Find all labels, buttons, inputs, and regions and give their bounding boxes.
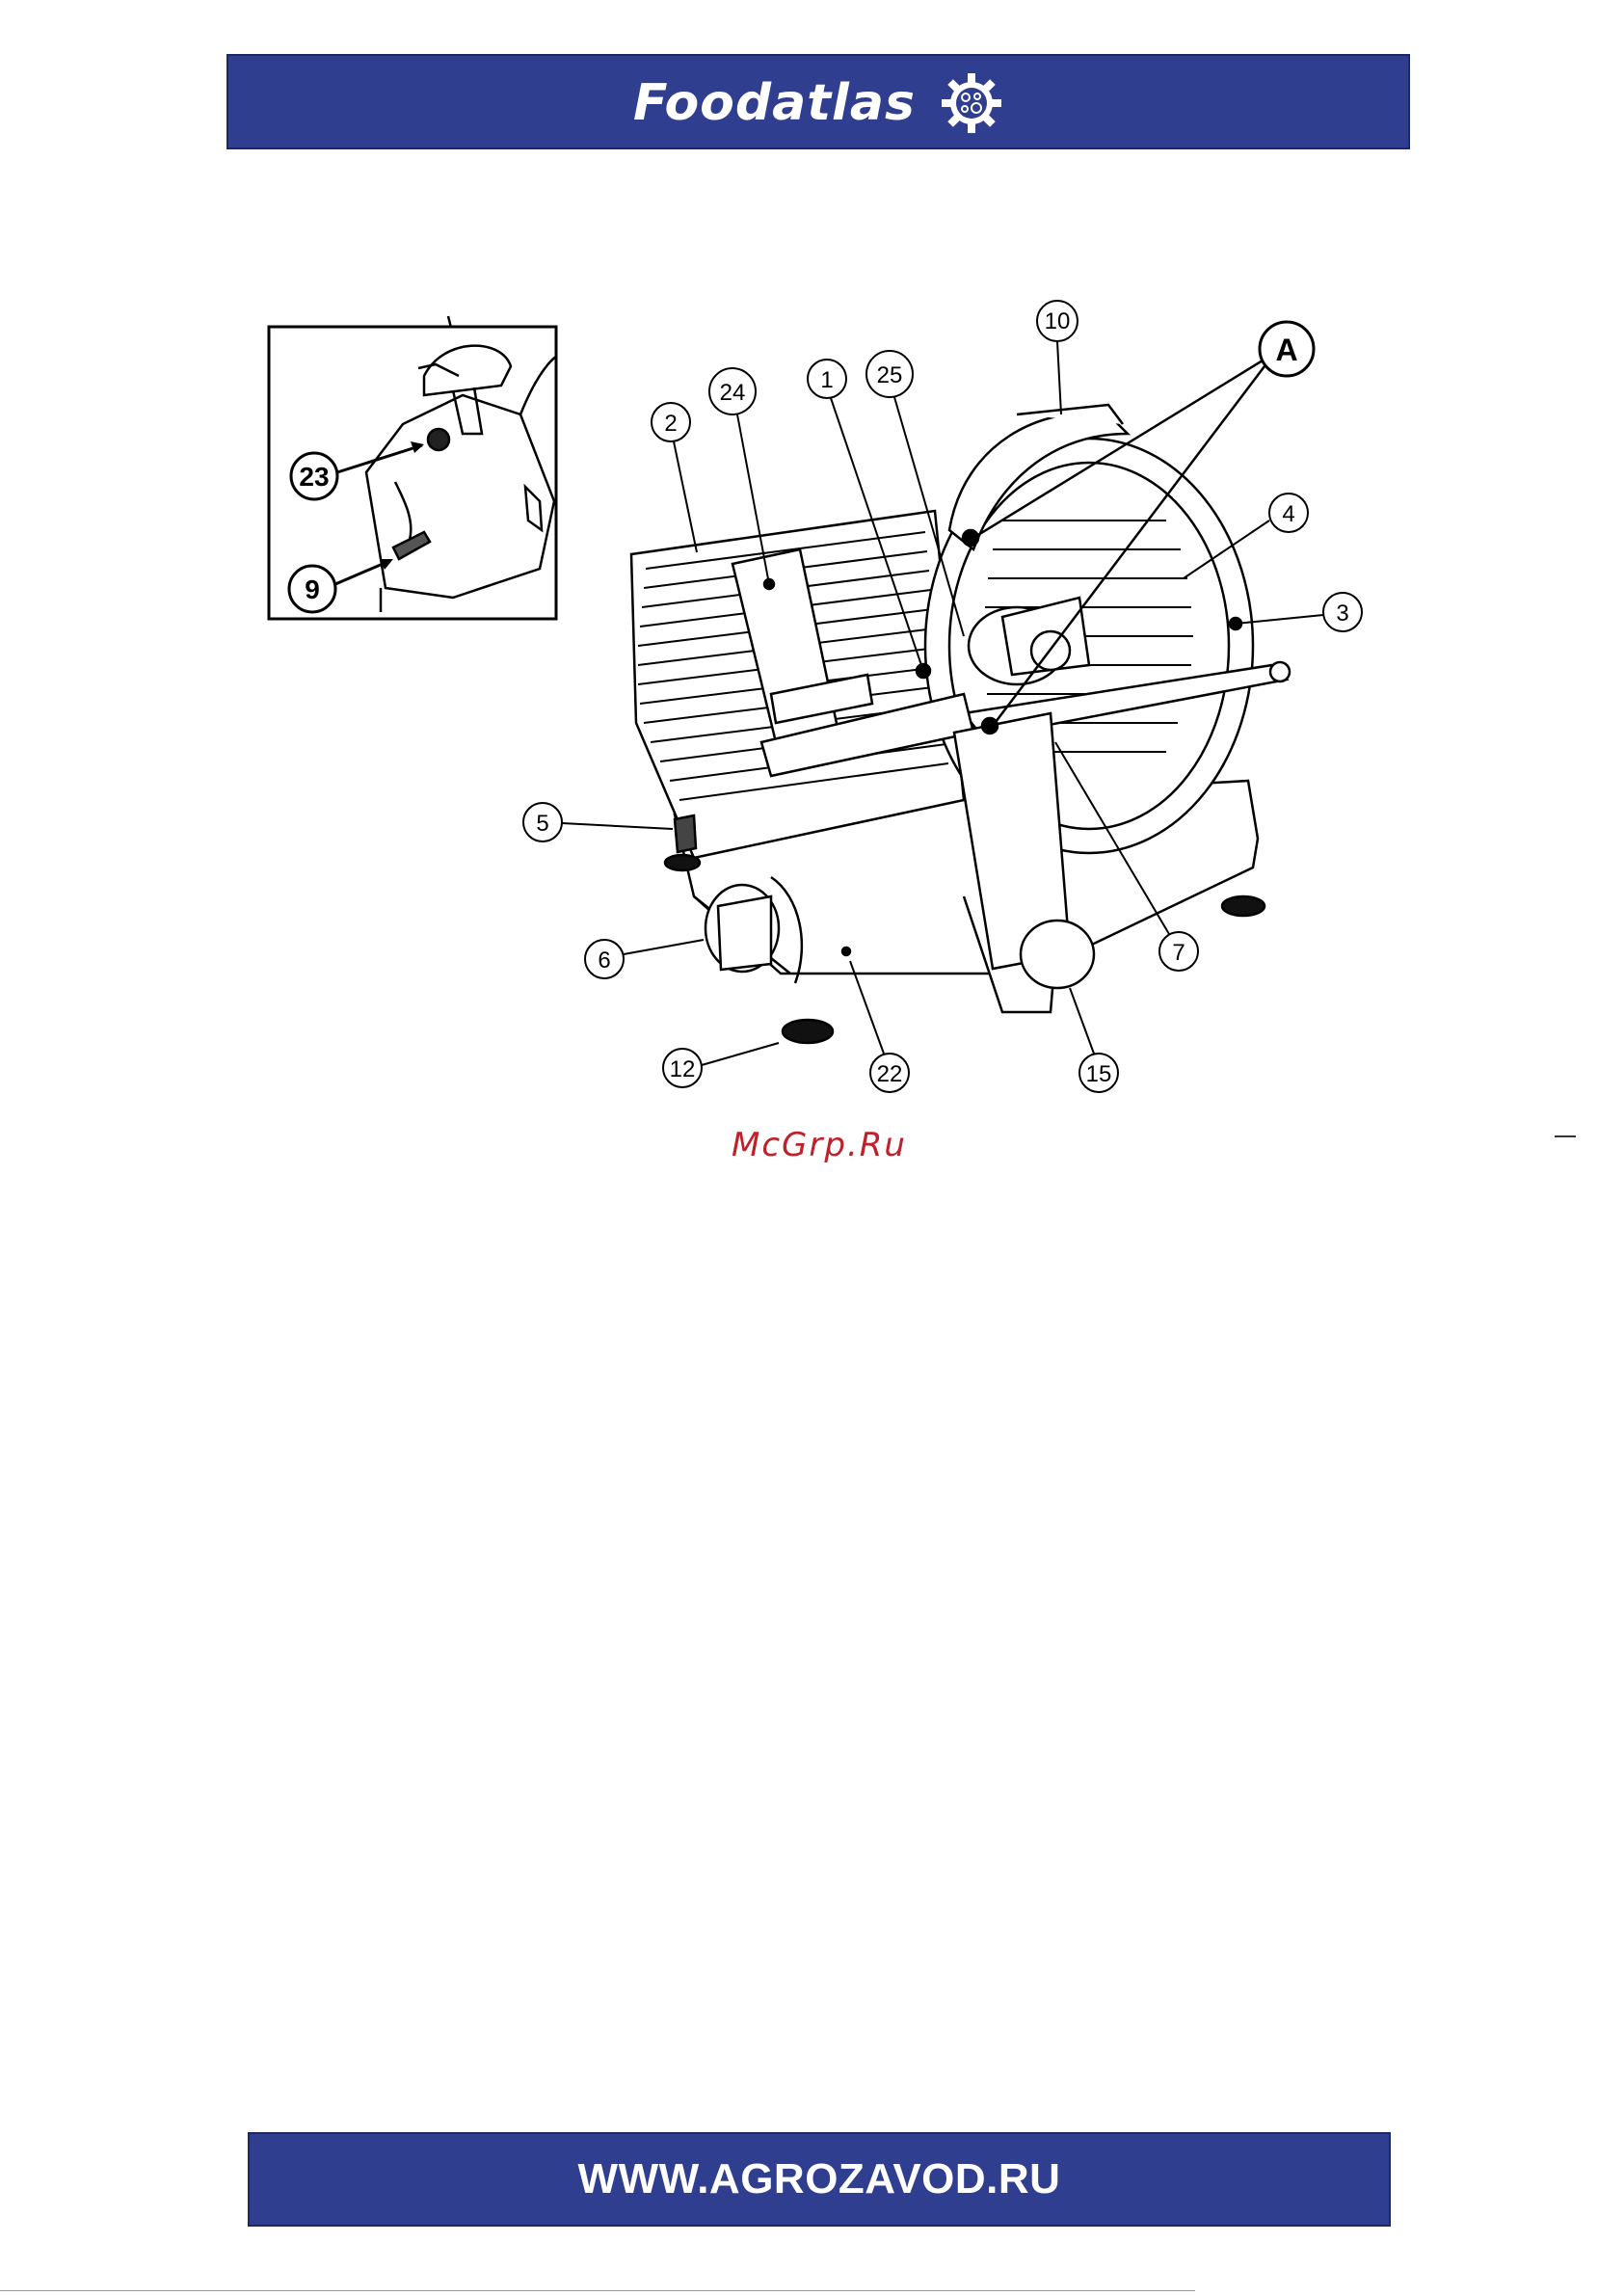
page-mark — [1555, 1135, 1576, 1137]
callout-22: 22 — [850, 961, 909, 1092]
svg-text:23: 23 — [299, 462, 329, 492]
callout-15: 15 — [1070, 988, 1118, 1092]
header-banner: Foodatlas — [226, 54, 1410, 149]
callout-10: 10 — [1037, 301, 1078, 414]
svg-text:12: 12 — [670, 1056, 696, 1082]
svg-text:10: 10 — [1045, 308, 1071, 334]
svg-text:3: 3 — [1336, 601, 1348, 627]
svg-text:A: A — [1275, 333, 1297, 367]
brand-logo: Foodatlas — [228, 71, 1408, 135]
svg-text:6: 6 — [598, 948, 610, 974]
gear-logo-icon — [940, 71, 1003, 135]
svg-text:1: 1 — [820, 367, 833, 393]
svg-text:22: 22 — [877, 1061, 903, 1087]
svg-text:15: 15 — [1086, 1061, 1112, 1087]
callout-12: 12 — [663, 1043, 779, 1087]
callout-5: 5 — [523, 803, 673, 841]
callout-2: 2 — [652, 403, 697, 552]
svg-text:4: 4 — [1282, 501, 1294, 527]
svg-text:24: 24 — [720, 380, 746, 406]
footer-banner: WWW.AGROZAVOD.RU — [248, 2132, 1391, 2227]
callout-6: 6 — [585, 940, 704, 978]
inset-detail: 23 9 — [269, 316, 556, 619]
svg-text:9: 9 — [305, 574, 320, 604]
watermark-text: McGrp.Ru — [675, 1126, 964, 1164]
slicer-diagram: 23 9 — [0, 280, 1624, 1147]
website-link[interactable]: WWW.AGROZAVOD.RU — [250, 2155, 1389, 2203]
svg-text:7: 7 — [1172, 940, 1185, 966]
callout-3: 3 — [1236, 593, 1362, 631]
brand-name: Foodatlas — [633, 74, 916, 132]
svg-text:5: 5 — [536, 811, 548, 837]
svg-text:2: 2 — [664, 411, 677, 437]
scan-edge-divider — [0, 2290, 1195, 2291]
svg-text:25: 25 — [877, 362, 903, 388]
